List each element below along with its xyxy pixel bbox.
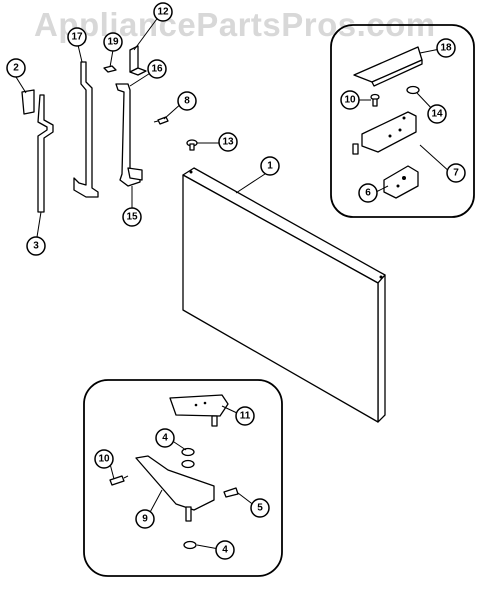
plug-13	[186, 139, 198, 151]
shim-6	[383, 165, 419, 199]
svg-text:4: 4	[222, 545, 228, 556]
screw-8	[153, 116, 169, 125]
small-bracket	[103, 65, 117, 73]
screw-5	[223, 487, 239, 498]
hinge-bracket-11	[169, 394, 229, 427]
svg-text:14: 14	[431, 109, 443, 120]
svg-text:12: 12	[157, 7, 169, 18]
callout-12: 12	[153, 2, 173, 22]
svg-text:16: 16	[151, 64, 163, 75]
handle-rod	[73, 61, 99, 198]
washers-4-top	[181, 447, 195, 469]
svg-text:4: 4	[162, 433, 168, 444]
callout-3: 3	[26, 236, 46, 256]
hinge-plate-7	[352, 111, 417, 155]
screw-10-top	[370, 93, 380, 107]
callout-11: 11	[235, 406, 255, 426]
svg-text:15: 15	[126, 212, 138, 223]
svg-text:13: 13	[222, 137, 234, 148]
callout-10-bottom: 10	[94, 449, 114, 469]
trim-clip	[21, 89, 35, 115]
callout-9: 9	[135, 509, 155, 529]
screw-10-bottom	[109, 475, 129, 486]
svg-text:10: 10	[98, 454, 110, 465]
hinge-arm-9	[135, 455, 215, 522]
svg-text:8: 8	[184, 96, 190, 107]
svg-text:7: 7	[453, 168, 459, 179]
svg-text:5: 5	[257, 503, 263, 514]
callout-13: 13	[218, 132, 238, 152]
svg-text:17: 17	[71, 32, 83, 43]
callout-18: 18	[436, 38, 456, 58]
callout-16: 16	[147, 59, 167, 79]
svg-text:10: 10	[344, 95, 356, 106]
washer-4-bottom	[183, 540, 197, 550]
callout-17: 17	[67, 27, 87, 47]
svg-text:11: 11	[240, 411, 251, 422]
callout-10-top: 10	[340, 90, 360, 110]
freezer-door-panel	[182, 167, 386, 423]
svg-text:19: 19	[107, 37, 119, 48]
callout-4-top: 4	[155, 428, 175, 448]
svg-text:1: 1	[267, 161, 273, 172]
callout-4-bottom: 4	[215, 540, 235, 560]
cap-14	[406, 85, 420, 95]
callout-5: 5	[250, 498, 270, 518]
callout-14: 14	[427, 104, 447, 124]
svg-text:2: 2	[13, 63, 19, 74]
callout-2: 2	[6, 58, 26, 78]
hinge-inset-bottom	[83, 379, 283, 577]
svg-text:3: 3	[33, 241, 39, 252]
svg-text:9: 9	[142, 514, 148, 525]
callout-1: 1	[260, 156, 280, 176]
svg-text:6: 6	[365, 188, 371, 199]
trim-strip	[37, 94, 54, 213]
callout-8: 8	[177, 91, 197, 111]
handle-bracket	[115, 83, 143, 187]
callout-7: 7	[446, 163, 466, 183]
top-bracket	[129, 45, 147, 76]
callout-15: 15	[122, 207, 142, 227]
callout-6: 6	[358, 183, 378, 203]
svg-text:18: 18	[440, 43, 452, 54]
hinge-cover	[353, 46, 423, 87]
hinge-inset-top-right	[330, 24, 475, 218]
callout-19: 19	[103, 32, 123, 52]
